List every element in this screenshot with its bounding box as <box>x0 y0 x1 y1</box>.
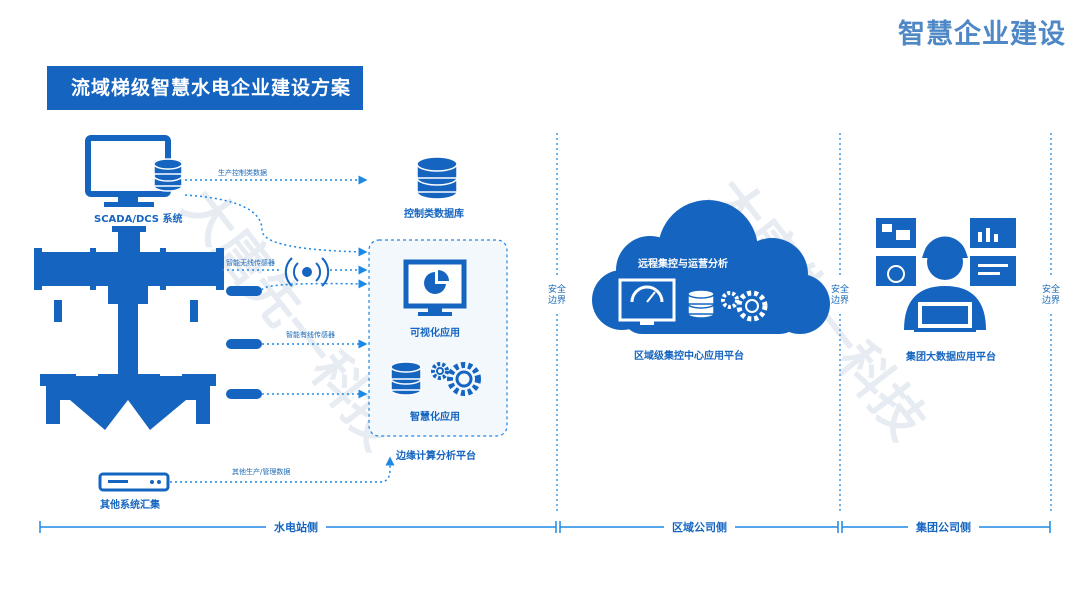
gear-icon <box>431 362 481 396</box>
flow-line <box>261 279 368 291</box>
cloud-title: 远程集控与运营分析 <box>638 259 728 270</box>
server-icon <box>98 472 170 492</box>
smart-app-label: 智慧化应用 <box>410 412 460 423</box>
brand-title: 智慧企业建设 <box>898 19 1066 50</box>
screen-graphic <box>882 224 1008 283</box>
group-platform-label: 集团大数据应用平台 <box>906 352 996 363</box>
visual-app-label: 可视化应用 <box>410 328 460 339</box>
database-icon <box>153 158 183 192</box>
edge-platform-label: 边缘计算分析平台 <box>396 451 476 462</box>
section-label-station: 水电站侧 <box>266 519 326 535</box>
section-label-group: 集团公司侧 <box>908 519 979 535</box>
security-boundary-line <box>556 133 1052 512</box>
flow-label: 智能无线传感器 <box>226 259 275 267</box>
database-icon <box>390 361 422 396</box>
security-boundary-label: 安全边界 <box>1041 285 1060 306</box>
flow-label: 其他生产/管理数据 <box>232 468 291 476</box>
sensor-icon <box>226 286 262 399</box>
region-platform-label: 区域级集控中心应用平台 <box>634 351 744 362</box>
dashboard-monitor-icon <box>618 278 676 325</box>
turbine-illustration <box>34 226 224 430</box>
wireless-signal-icon <box>284 257 330 287</box>
database-icon <box>416 156 458 200</box>
flow-label: 生产控制类数据 <box>218 169 267 177</box>
page-title: 流域梯级智慧水电企业建设方案 <box>47 66 363 110</box>
security-boundary-label: 安全边界 <box>830 285 849 306</box>
other-systems-label: 其他系统汇集 <box>100 500 160 511</box>
security-boundary-label: 安全边界 <box>547 285 566 306</box>
scada-label: SCADA/DCS 系统 <box>94 214 183 225</box>
section-axis <box>39 521 1051 533</box>
flow-label: 智能有线传感器 <box>286 331 335 339</box>
flow-line <box>184 194 368 257</box>
chart-monitor-icon <box>403 259 467 316</box>
analyst-illustration <box>876 218 1016 332</box>
database-icon <box>687 289 715 319</box>
control-db-label: 控制类数据库 <box>404 209 464 220</box>
section-label-region: 区域公司侧 <box>664 519 735 535</box>
gear-icon <box>721 290 768 322</box>
flow-line <box>170 456 395 483</box>
